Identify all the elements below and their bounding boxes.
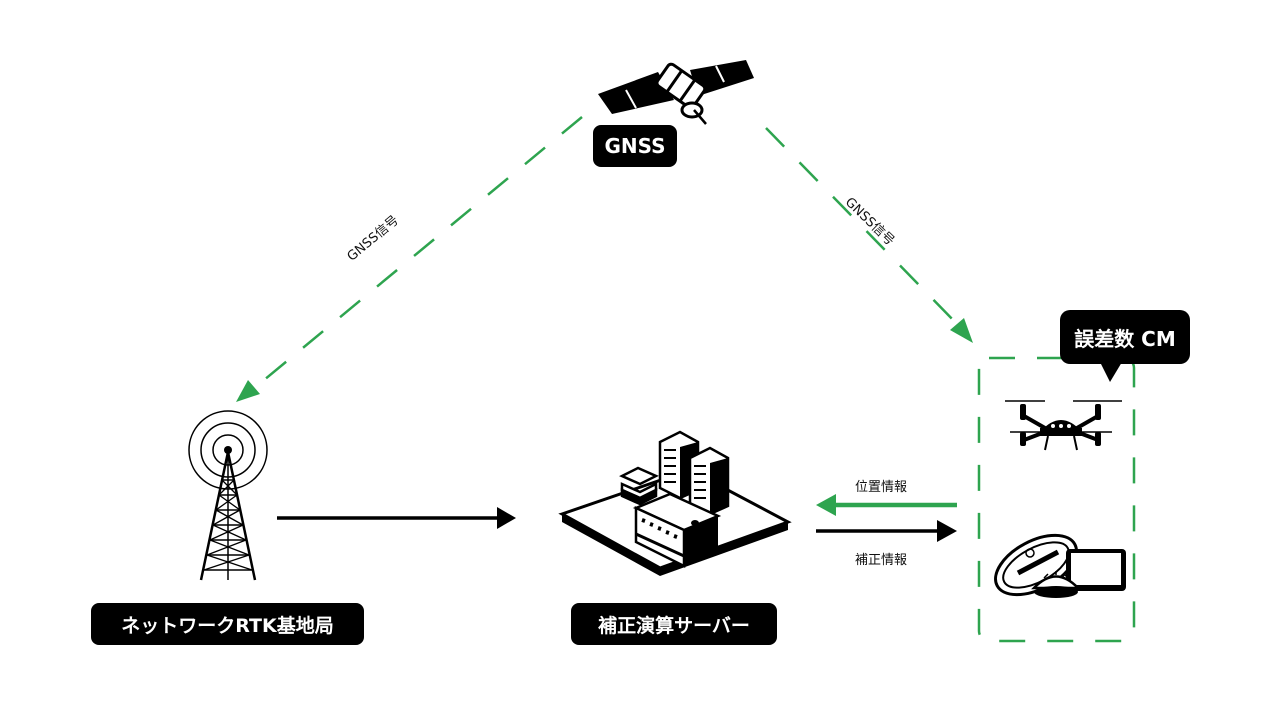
- gnss-antenna-icon: [1031, 571, 1081, 598]
- edge-sat-to-base: [236, 116, 583, 402]
- base-station-label: ネットワークRTK基地局: [91, 603, 364, 645]
- server-label: 補正演算サーバー: [571, 603, 777, 645]
- edge-rover-to-server: [816, 494, 957, 516]
- radio-tower-icon: [188, 410, 268, 581]
- arrowhead-icon: [236, 380, 260, 402]
- edge-base-to-server: [277, 507, 516, 529]
- rover-group-box: [977, 356, 1136, 643]
- accuracy-callout: 誤差数 CM: [1060, 310, 1190, 364]
- edge-server-to-rover: [816, 520, 957, 542]
- drone-icon: [1005, 400, 1122, 451]
- edge-label-position-info: 位置情報: [855, 480, 908, 495]
- arrowhead-icon: [950, 318, 973, 343]
- satellite-icon: [598, 60, 754, 125]
- tablet-icon: [1066, 549, 1126, 591]
- callout-tail: [1100, 362, 1122, 382]
- edge-sat-to-rover: [765, 127, 973, 343]
- edge-label-correction-info: 補正情報: [855, 553, 908, 568]
- server-building-icon: [558, 430, 792, 576]
- gnss-label: GNSS: [593, 125, 677, 167]
